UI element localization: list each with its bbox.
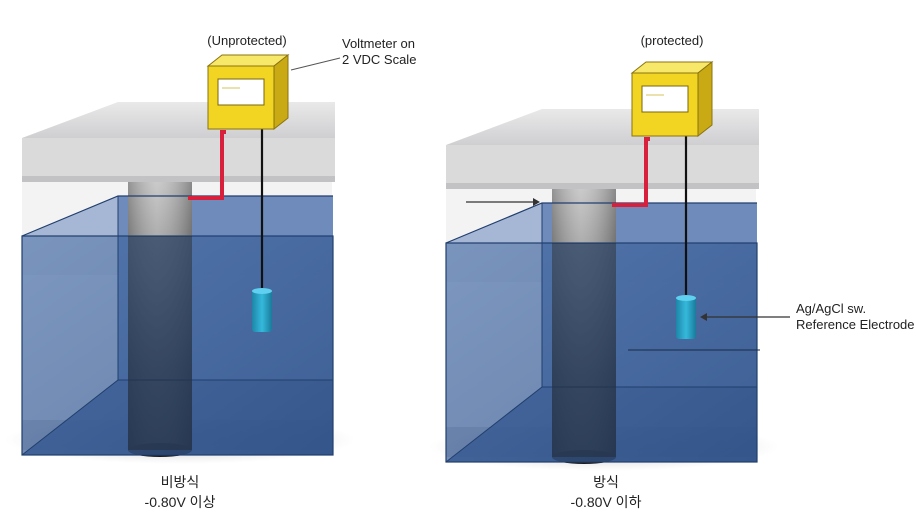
electrode-label-line1: Ag/AgCl sw. bbox=[796, 301, 867, 316]
right-caption-line1: 방식 bbox=[593, 474, 619, 490]
electrode-label-line2: Reference Electrode bbox=[796, 317, 915, 332]
right-tank-assembly bbox=[427, 60, 781, 473]
left-caption-line1: 비방식 bbox=[160, 474, 200, 490]
left-caption-line2: -0.80V 이상 bbox=[144, 494, 216, 510]
pile-arrow bbox=[466, 198, 540, 206]
electrode-callout-line bbox=[700, 313, 790, 321]
voltmeter-label-line1: Voltmeter on bbox=[342, 36, 415, 51]
voltmeter-callout-line bbox=[290, 57, 341, 71]
left-caption: 비방식 -0.80V 이상 bbox=[145, 472, 216, 512]
voltmeter-label-line2: 2 VDC Scale bbox=[342, 52, 417, 67]
right-caption: 방식 -0.80V 이하 bbox=[571, 472, 642, 512]
left-tank-assembly bbox=[3, 53, 357, 466]
protected-label: (protected) bbox=[640, 33, 704, 48]
unprotected-label: (Unprotected) bbox=[207, 33, 287, 48]
electrode-label: Ag/AgCl sw. Reference Electrode bbox=[796, 301, 915, 333]
voltmeter-label: Voltmeter on 2 VDC Scale bbox=[342, 36, 416, 68]
right-caption-line2: -0.80V 이하 bbox=[570, 494, 642, 510]
